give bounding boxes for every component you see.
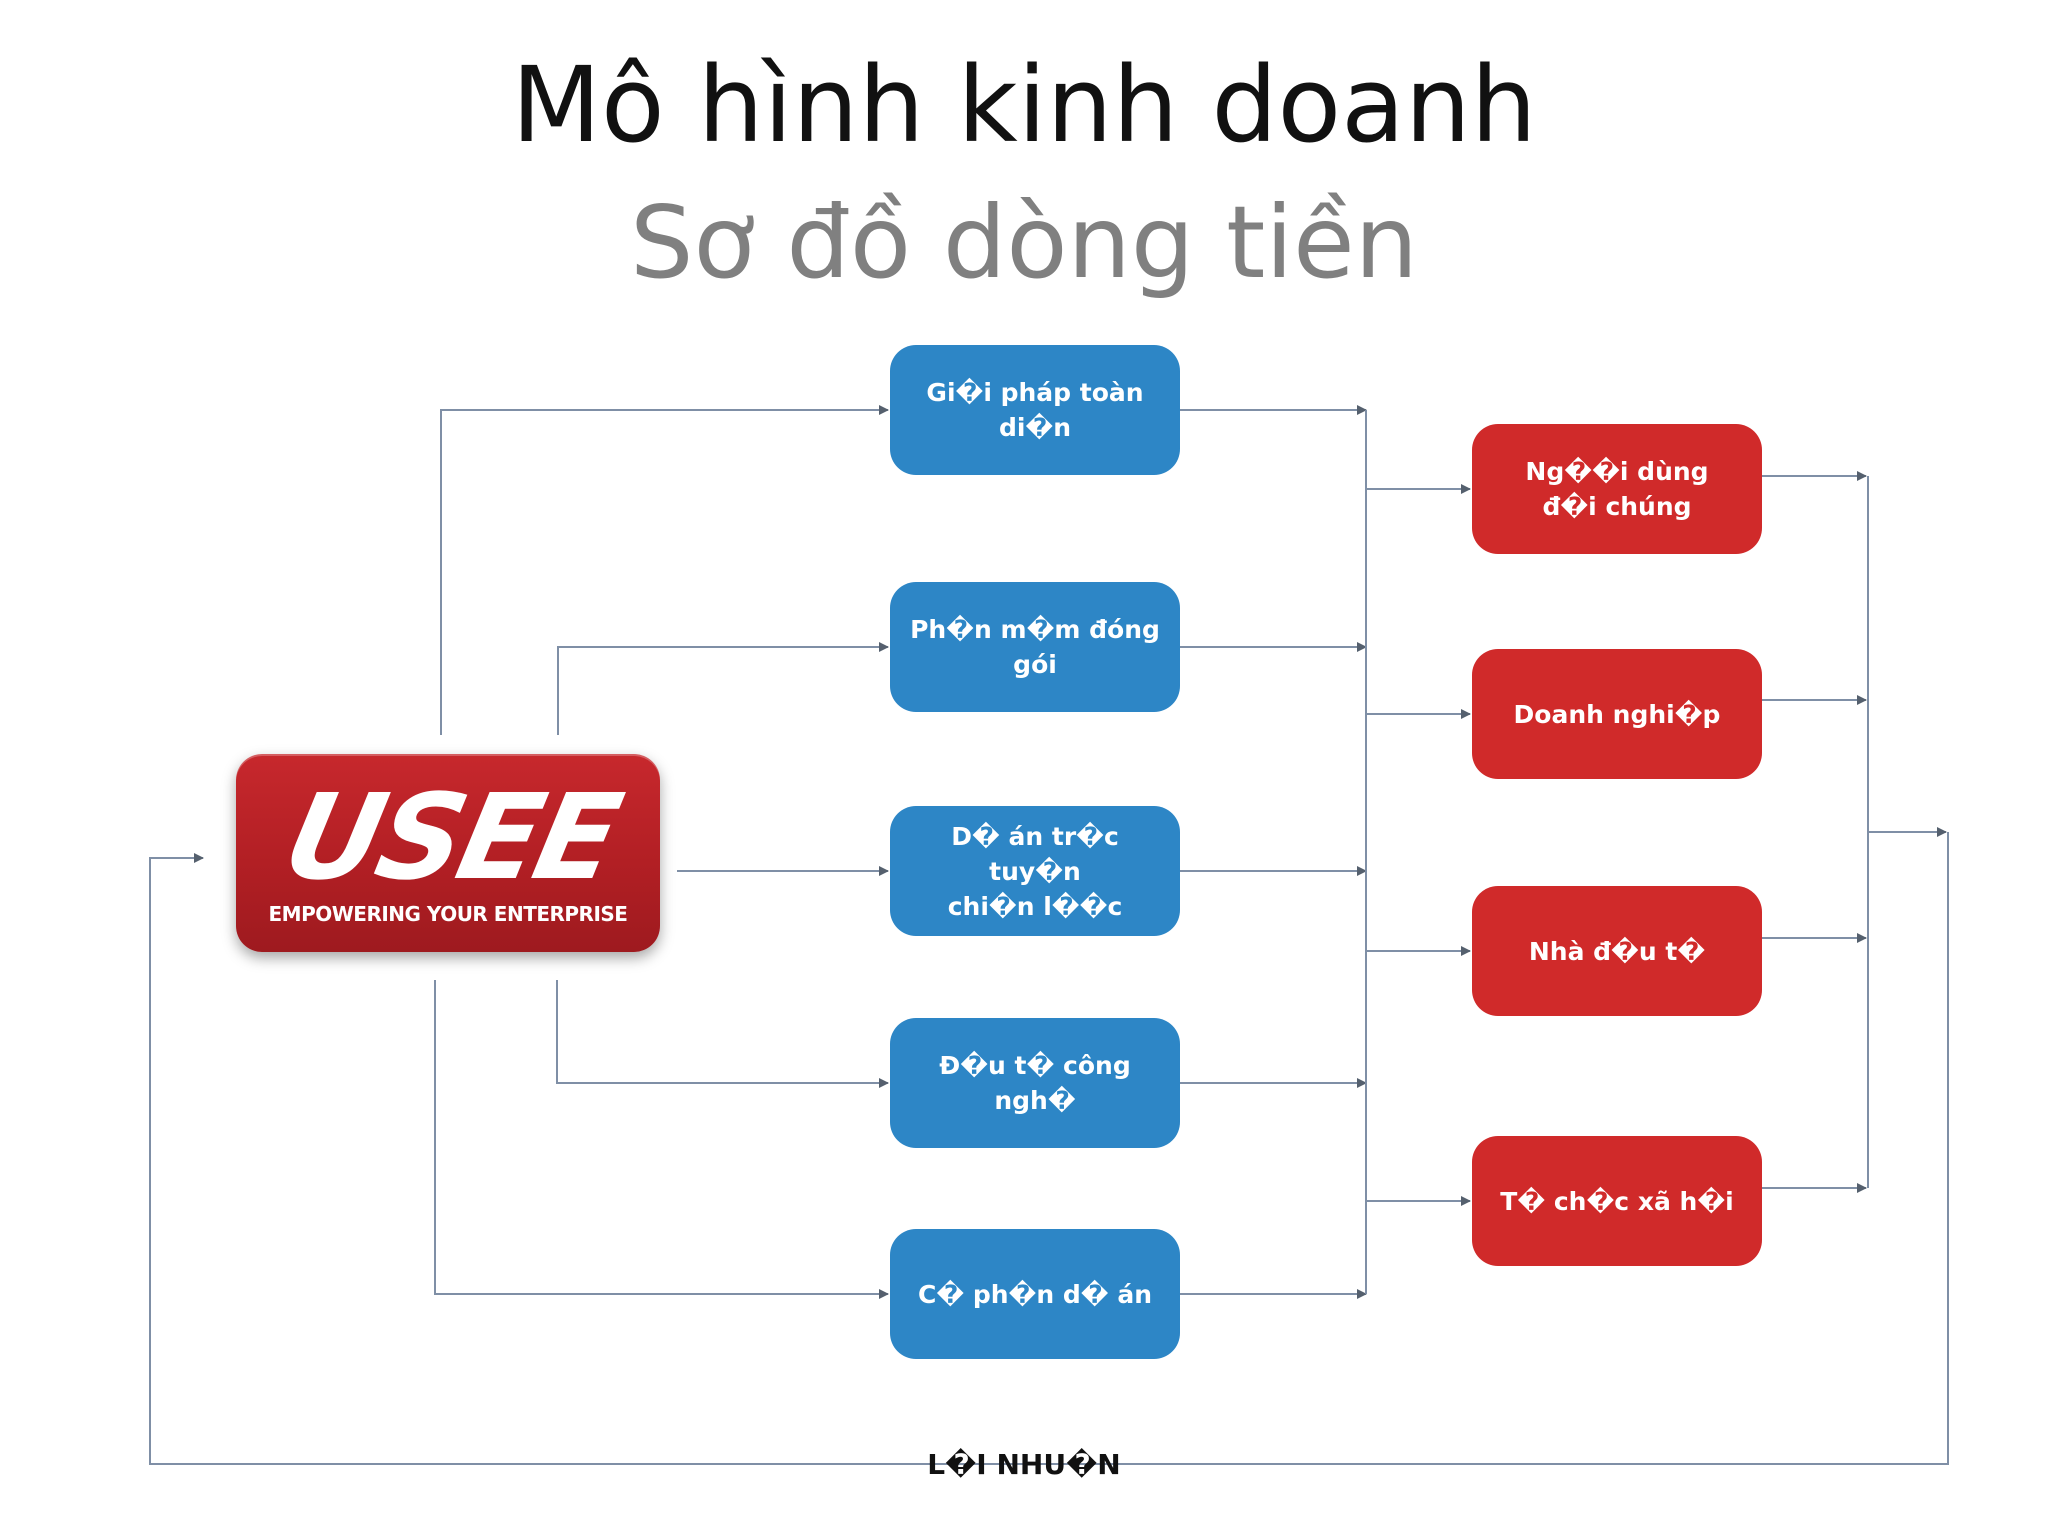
logo-tagline: EMPOWERING YOUR ENTERPRISE (268, 902, 628, 926)
customer-box-general-users: Ng��i dùng đ�i chúng (1472, 424, 1762, 554)
product-box-online-strategic-project: D� án tr�c tuy�n chi�n l��c (890, 806, 1180, 936)
connector-logo-to-product-4 (556, 980, 889, 1088)
company-logo: USEE EMPOWERING YOUR ENTERPRISE (236, 754, 660, 952)
page-title: Mô hình kinh doanh (511, 44, 1537, 166)
product-box-technology-investment: Đ�u t� công ngh� (890, 1018, 1180, 1148)
page-subtitle: Sơ đồ dòng tiền (629, 184, 1419, 301)
connector-profit-loop (149, 832, 1949, 1465)
connector-logo-to-product-5 (434, 980, 889, 1299)
product-box-packaged-software: Ph�n m�m đóng gói (890, 582, 1180, 712)
product-box-comprehensive-solution: Gi�i pháp toàn di�n (890, 345, 1180, 475)
logo-mark: USEE (273, 768, 629, 906)
connector-logo-to-product-1 (440, 405, 889, 735)
connector-logo-to-product-2 (557, 642, 889, 735)
customer-box-investors: Nhà đ�u t� (1472, 886, 1762, 1016)
profit-label: L�I NHU�N (927, 1448, 1121, 1481)
customer-box-enterprises: Doanh nghi�p (1472, 649, 1762, 779)
customer-box-social-organizations: T� ch�c xã h�i (1472, 1136, 1762, 1266)
product-box-project-shares: C� ph�n d� án (890, 1229, 1180, 1359)
